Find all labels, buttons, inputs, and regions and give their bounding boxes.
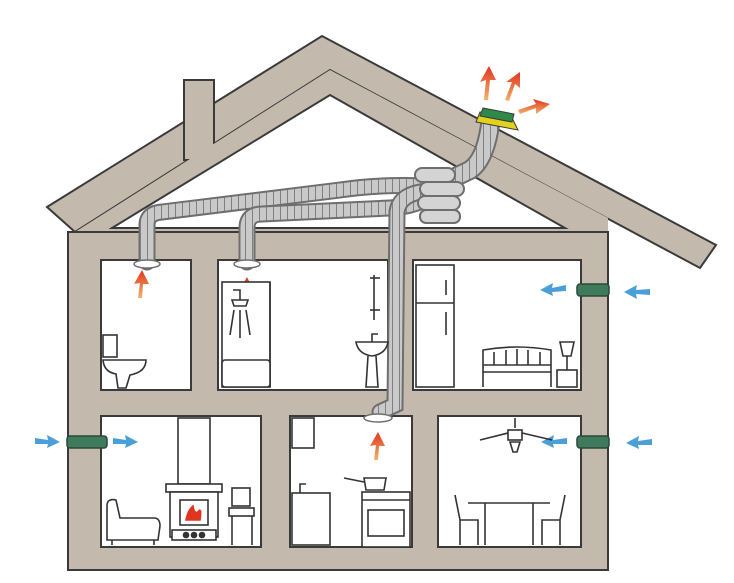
exhaust-arrow xyxy=(370,432,385,460)
intake-arrow xyxy=(624,285,650,299)
wall-valve xyxy=(576,435,610,449)
exhaust-arrow xyxy=(134,270,149,298)
tv-icon xyxy=(228,487,255,545)
chimney xyxy=(183,79,215,161)
stove-icon xyxy=(343,477,411,548)
shower-icon xyxy=(221,281,271,388)
duct-network xyxy=(138,115,500,421)
lamp-icon xyxy=(556,341,578,388)
fireplace-icon xyxy=(165,417,223,541)
intake-arrow xyxy=(541,435,567,448)
bed-icon xyxy=(482,346,552,387)
wall-valve xyxy=(576,283,610,297)
chair-icon xyxy=(454,494,479,545)
ceiling-vents xyxy=(133,259,393,423)
exhaust-arrow xyxy=(518,99,550,114)
sink-icon xyxy=(355,275,389,388)
exhaust-arrow xyxy=(505,72,520,101)
toilet-icon xyxy=(102,334,147,389)
ceiling-fan-icon xyxy=(479,418,553,453)
exhaust-arrow xyxy=(480,66,496,100)
chair-icon xyxy=(541,494,566,545)
roof-vent xyxy=(475,107,519,131)
intake-arrow xyxy=(626,436,652,449)
fridge-icon xyxy=(415,264,455,388)
armchair-icon xyxy=(106,498,161,545)
kitchen-tap-icon xyxy=(291,417,331,546)
wall-valves xyxy=(66,283,610,449)
intake-arrow xyxy=(113,435,138,448)
intake-arrow xyxy=(540,283,566,296)
intake-arrows xyxy=(35,283,652,449)
intake-arrow xyxy=(35,435,60,448)
fan-manifold xyxy=(414,167,465,224)
wall-valve xyxy=(66,435,108,449)
table-icon xyxy=(468,502,550,545)
